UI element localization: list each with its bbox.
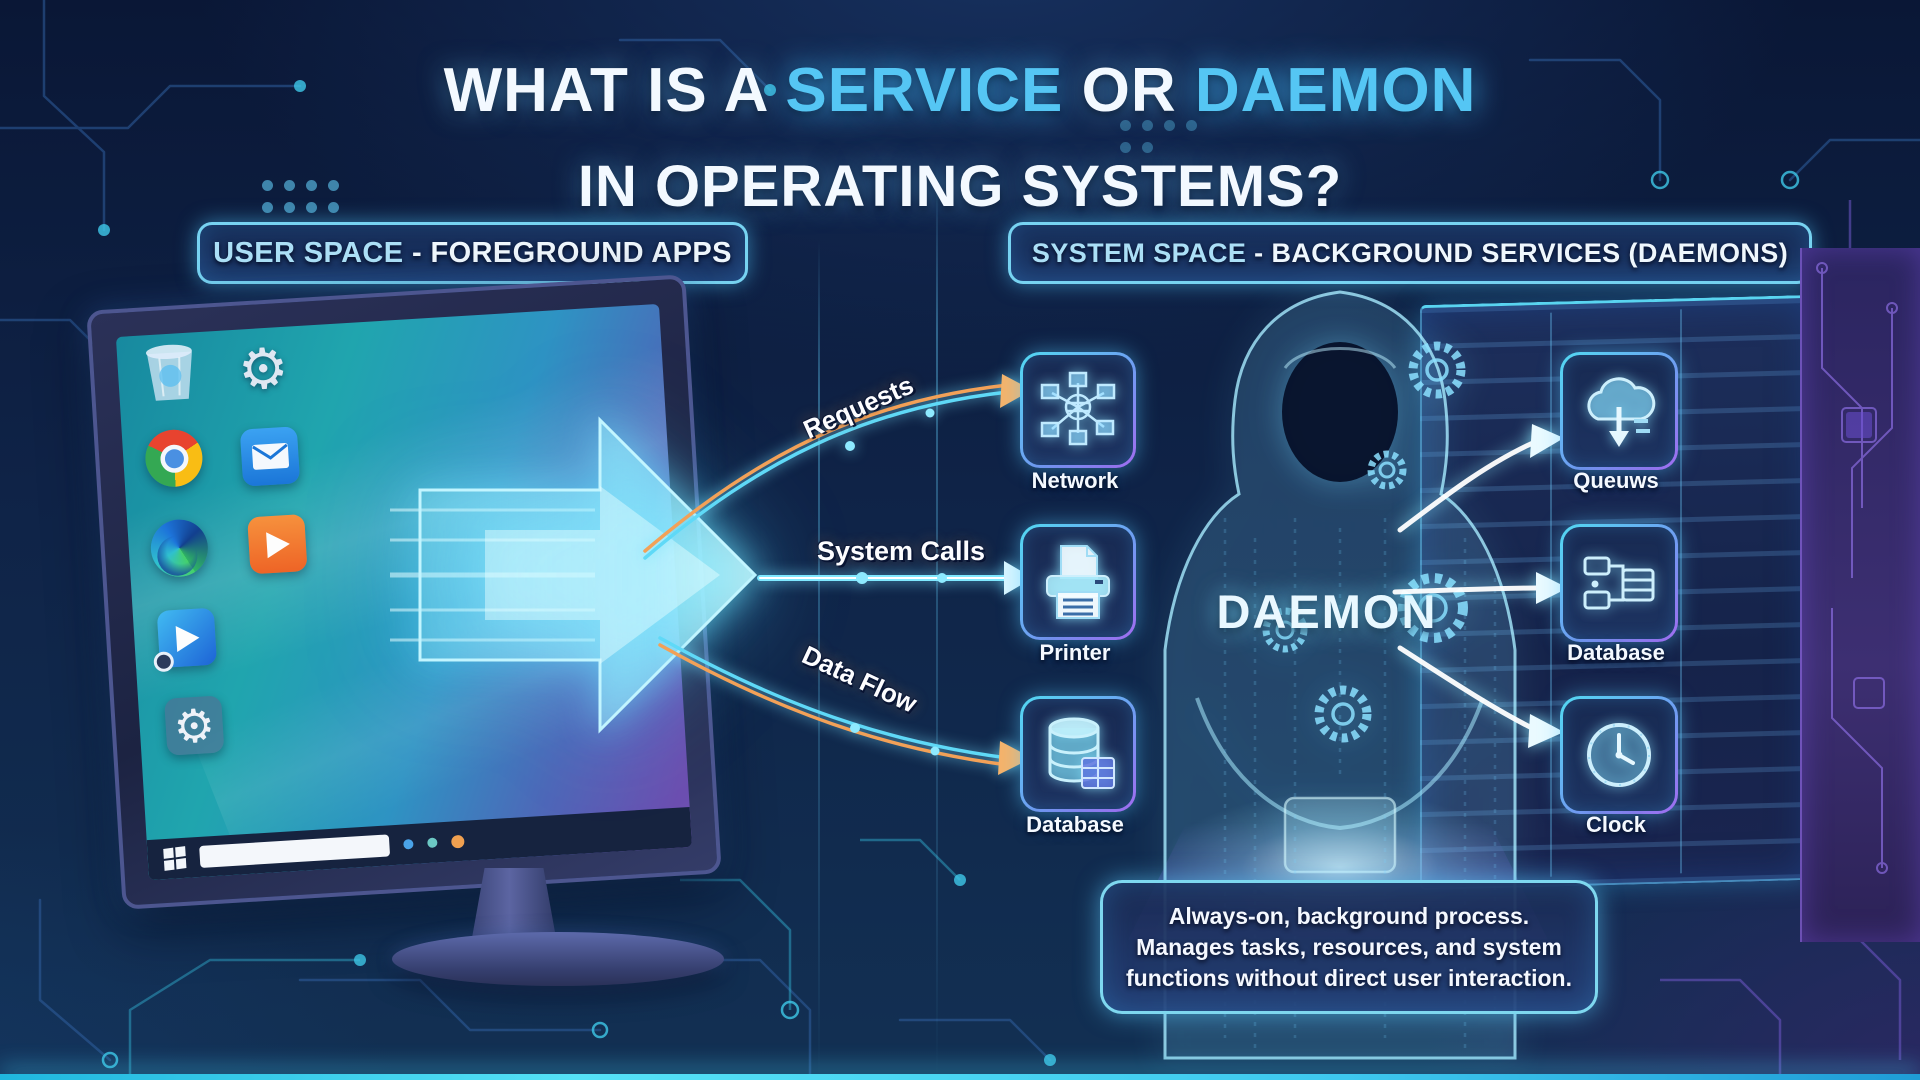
user-space-header-rest: - FOREGROUND APPS — [403, 236, 732, 269]
database-flow-icon — [1583, 556, 1655, 610]
queues-service-box — [1560, 352, 1678, 470]
taskbar-app-dot — [427, 837, 438, 849]
system-space-header-accent: SYSTEM SPACE — [1031, 237, 1247, 268]
database-flow-service-box — [1560, 524, 1678, 642]
taskbar-app-dot — [403, 838, 414, 850]
dot-grid-decoration — [1120, 120, 1200, 156]
recycle-bin-icon — [140, 340, 200, 401]
network-service-box — [1020, 352, 1136, 468]
clock-label: Clock — [1586, 812, 1646, 837]
flow-lines — [643, 374, 1033, 775]
section-divider-line — [818, 240, 820, 1080]
queues-label: Queuws — [1573, 468, 1659, 493]
clock-service-box — [1560, 696, 1678, 814]
clock-icon — [1587, 723, 1651, 787]
settings-icon: ⚙ — [164, 695, 225, 756]
system-space-header-rest: - BACKGROUND SERVICES (DAEMONS) — [1246, 237, 1789, 268]
daemon-gears — [1262, 341, 1468, 743]
user-space-header: USER SPACE - FOREGROUND APPS — [197, 222, 748, 284]
daemon-output-arrows — [1392, 424, 1568, 748]
network-icon — [1040, 371, 1116, 446]
circuit-tower-panel — [1800, 248, 1920, 942]
printer-service-box — [1020, 524, 1136, 640]
edge-icon — [149, 517, 210, 579]
user-space-header-accent: USER SPACE — [213, 236, 404, 269]
video-player-icon — [247, 513, 308, 575]
dot-grid-decoration — [262, 180, 342, 216]
monitor: ⚙ — [86, 274, 722, 910]
daemon-description-box: Always-on, background process. Manages t… — [1100, 880, 1598, 1014]
gear-icon: ⚙ — [236, 335, 291, 404]
mail-icon — [239, 426, 301, 487]
media-player-icon — [153, 607, 218, 673]
taskbar-app-dot — [450, 834, 465, 849]
title-accent-daemon: DAEMON — [1194, 56, 1477, 126]
title-line-1: WHAT IS A SERVICE OR DAEMON — [443, 56, 1477, 126]
description-line-1: Always-on, background process. — [1168, 902, 1530, 929]
database-service-box — [1020, 696, 1136, 812]
network-label: Network — [1031, 468, 1119, 493]
taskbar-search-bar — [199, 834, 391, 868]
daemon-cloak — [1163, 290, 1517, 1060]
description-line-3: functions without direct user interactio… — [1126, 964, 1572, 991]
database-right-label: Database — [1567, 640, 1665, 665]
description-line-2: Manages tasks, resources, and system — [1136, 933, 1562, 960]
bottom-edge-glow — [0, 1074, 1920, 1080]
system-space-header: SYSTEM SPACE - BACKGROUND SERVICES (DAEM… — [1008, 222, 1812, 284]
windows-start-icon — [163, 846, 187, 871]
title-line-2: IN OPERATING SYSTEMS? — [577, 153, 1343, 219]
daemon-face-void — [1282, 342, 1398, 482]
page-title: WHAT IS A SERVICE OR DAEMON IN OPERATING… — [0, 26, 1920, 251]
daemon-figure — [1163, 290, 1517, 1060]
cloud-queue-icon — [1587, 377, 1656, 447]
flow-label-system-calls: System Calls — [816, 536, 986, 566]
database-left-label: Database — [1026, 812, 1124, 837]
chrome-icon — [143, 428, 205, 489]
printer-icon — [1046, 545, 1110, 619]
daemon-glowing-panel — [1283, 796, 1397, 874]
daemon-arms — [1195, 697, 1485, 831]
monitor-stand-base — [392, 932, 724, 986]
monitor-screen: ⚙ — [115, 303, 693, 881]
section-divider-line — [936, 168, 938, 1080]
database-icon — [1048, 717, 1115, 789]
title-accent-service: SERVICE — [785, 56, 1064, 126]
printer-label: Printer — [1039, 640, 1111, 665]
tower-circuit-pattern — [1816, 262, 1898, 874]
